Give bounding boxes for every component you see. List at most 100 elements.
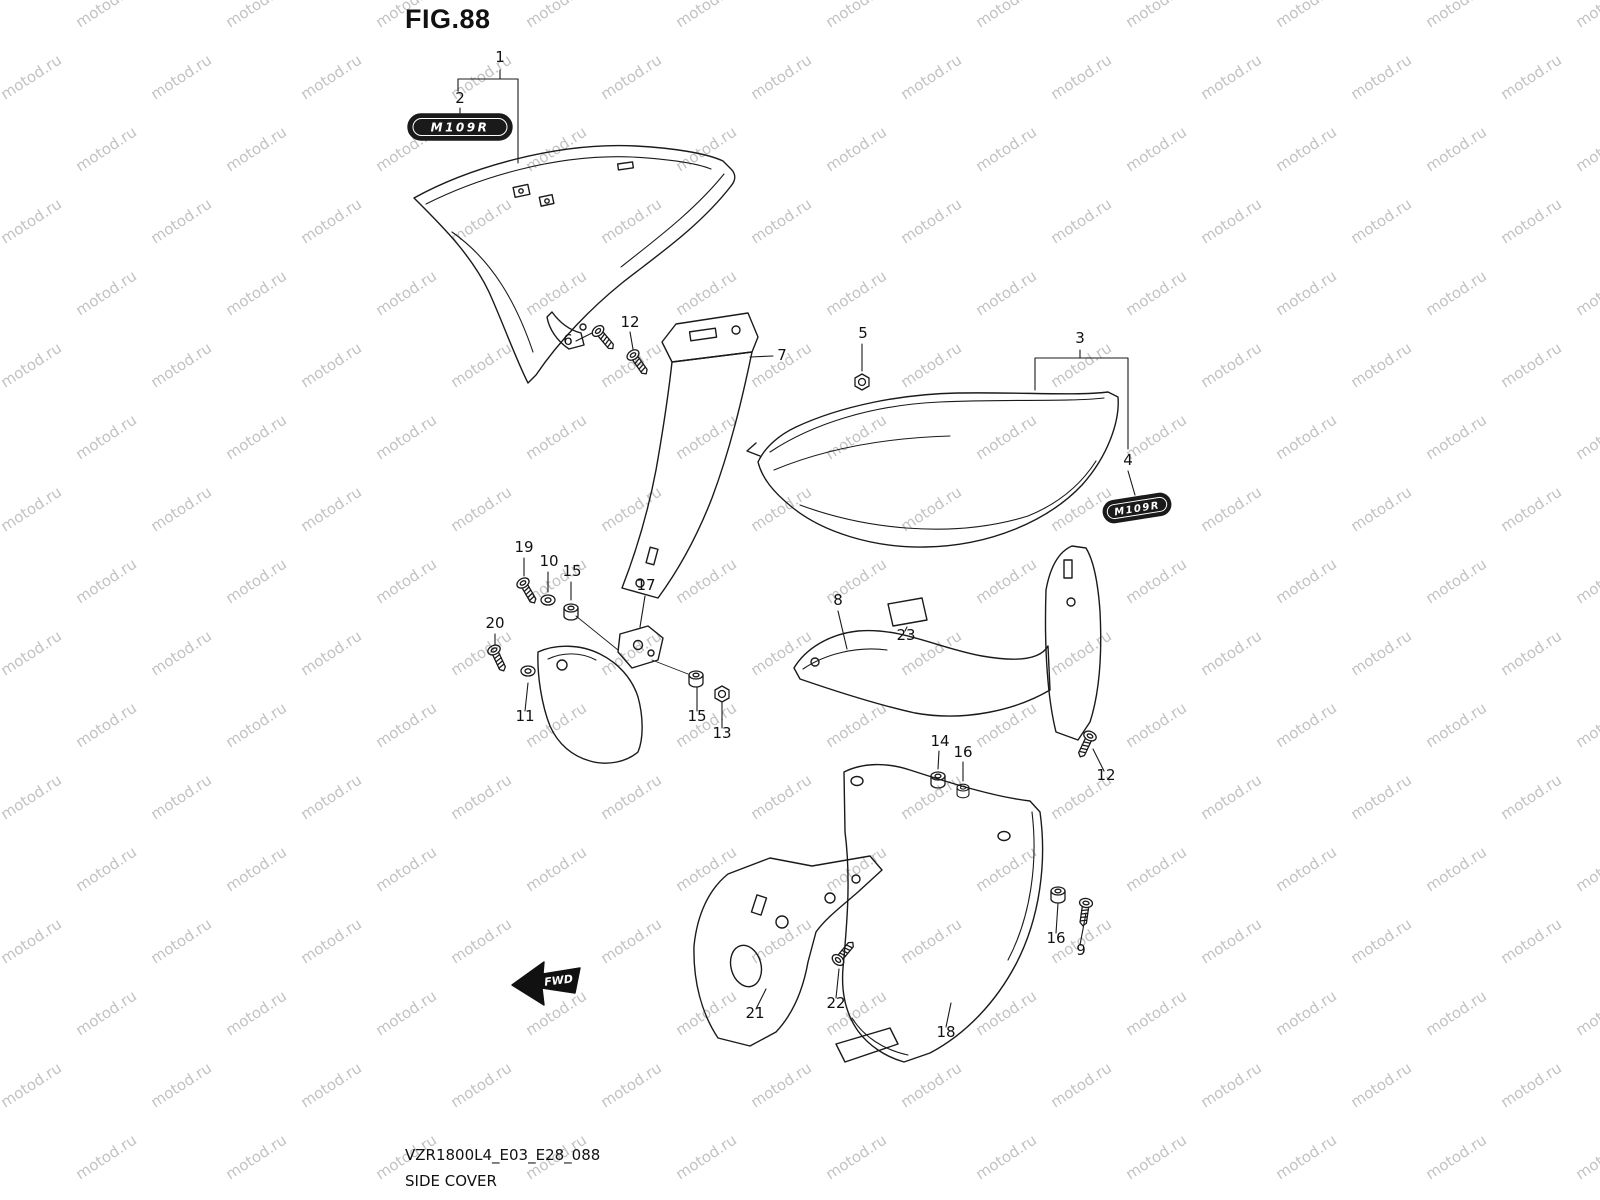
callout-part-13: 13 <box>712 724 731 742</box>
watermark-text: motod.ru <box>297 339 365 392</box>
watermark-text: motod.ru <box>447 915 515 968</box>
watermark-text: motod.ru <box>822 267 890 320</box>
frame-cover-18-inner2 <box>851 1017 909 1056</box>
callout-part-14: 14 <box>930 732 949 750</box>
watermark-text: motod.ru <box>1122 1131 1190 1184</box>
watermark-text: motod.ru <box>1347 627 1415 680</box>
watermark-text: motod.ru <box>0 51 65 104</box>
cushion-pad-23 <box>887 597 928 627</box>
watermark-text: motod.ru <box>1347 51 1415 104</box>
bracket-17-drawing <box>617 625 664 669</box>
watermark-text: motod.ru <box>1572 411 1600 464</box>
side-cover-left-inner-top <box>425 156 712 205</box>
cover-plate-11-inner <box>547 653 597 661</box>
watermark-text: motod.ru <box>1047 51 1115 104</box>
watermark-text: motod.ru <box>372 555 440 608</box>
bracket-21-hole <box>824 892 836 904</box>
callout-part-3: 3 <box>1075 329 1085 347</box>
watermark-text: motod.ru <box>1572 123 1600 176</box>
side-cover-left-inner-right <box>620 173 725 268</box>
bracket-7-slot <box>688 327 718 342</box>
watermark-text: motod.ru <box>1572 0 1600 31</box>
callout-labels: 1 2 6 12 7 5 3 4 19 10 15 17 8 23 20 11 … <box>455 48 1133 1041</box>
watermark-text: motod.ru <box>222 555 290 608</box>
fwd-arrow-label: FWD <box>543 972 573 988</box>
watermark-text: motod.ru <box>1122 267 1190 320</box>
watermark-text: motod.ru <box>1122 0 1190 31</box>
watermark-text: motod.ru <box>72 0 140 31</box>
watermark-text: motod.ru <box>672 843 740 896</box>
watermark-text: motod.ru <box>72 843 140 896</box>
callout-part-21: 21 <box>745 1004 764 1022</box>
watermark-text: motod.ru <box>297 483 365 536</box>
watermark-text: motod.ru <box>297 195 365 248</box>
watermark-text: motod.ru <box>1272 843 1340 896</box>
watermark-text: motod.ru <box>897 483 965 536</box>
watermark-text: motod.ru <box>597 1059 665 1112</box>
watermark-text: motod.ru <box>297 627 365 680</box>
lower-cover-8-drawing <box>793 545 1102 741</box>
grommet-15a <box>563 603 579 621</box>
callout-part-8: 8 <box>833 591 843 609</box>
fwd-arrow-shape <box>511 961 581 1006</box>
watermark-text: motod.ru <box>0 195 65 248</box>
bracket-21-drawing <box>693 855 883 1047</box>
callout-part-15-b: 15 <box>687 707 706 725</box>
callout-part-11: 11 <box>515 707 534 725</box>
watermark-text: motod.ru <box>72 1131 140 1184</box>
watermark-text: motod.ru <box>672 987 740 1040</box>
callout-part-16-a: 16 <box>953 743 972 761</box>
watermark-text: motod.ru <box>822 411 890 464</box>
watermark-text: motod.ru <box>1422 411 1490 464</box>
callout-part-12-top: 12 <box>620 313 639 331</box>
frame-cover-18-drawing <box>835 763 1044 1063</box>
frame-cover-18-inner1 <box>1007 811 1035 961</box>
watermark-text: motod.ru <box>447 771 515 824</box>
watermark-text: motod.ru <box>747 1059 815 1112</box>
watermark-text: motod.ru <box>72 555 140 608</box>
watermark-text: motod.ru <box>597 483 665 536</box>
callout-part-20: 20 <box>485 614 504 632</box>
cover-plate-11-hole <box>556 659 568 671</box>
watermark-text: motod.ru <box>147 1059 215 1112</box>
watermark-text: motod.ru <box>672 267 740 320</box>
lower-cover-8-slot <box>1063 559 1073 579</box>
callout-bracket-3 <box>1034 349 1129 450</box>
watermark-text: motod.ru <box>747 771 815 824</box>
watermark-text: motod.ru <box>72 987 140 1040</box>
watermark-text: motod.ru <box>1197 1059 1265 1112</box>
watermark-text: motod.ru <box>297 771 365 824</box>
watermark-text: motod.ru <box>1422 555 1490 608</box>
watermark-text: motod.ru <box>822 1131 890 1184</box>
watermark-text: motod.ru <box>372 411 440 464</box>
watermark-text: motod.ru <box>1497 627 1565 680</box>
watermark-text: motod.ru <box>147 339 215 392</box>
watermark-text: motod.ru <box>147 627 215 680</box>
grommet-16b <box>1050 886 1066 904</box>
watermark-text: motod.ru <box>372 699 440 752</box>
side-cover-right-inner1 <box>769 397 1105 453</box>
lower-cover-8-arm-inner <box>802 648 888 670</box>
bracket-7-plate <box>661 312 759 363</box>
watermark-text: motod.ru <box>1197 915 1265 968</box>
side-cover-right-inner2 <box>773 435 951 471</box>
watermark-text: motod.ru <box>522 267 590 320</box>
cover-tab <box>538 193 555 207</box>
watermark-text: motod.ru <box>1047 195 1115 248</box>
watermark-text: motod.ru <box>447 483 515 536</box>
watermark-text: motod.ru <box>1497 483 1565 536</box>
callout-part-17: 17 <box>636 576 655 594</box>
watermark-text: motod.ru <box>0 627 65 680</box>
watermark-text: motod.ru <box>897 339 965 392</box>
bracket-21-slot <box>750 894 768 916</box>
watermark-text: motod.ru <box>1572 843 1600 896</box>
watermark-text: motod.ru <box>72 699 140 752</box>
watermark-text: motod.ru <box>1122 699 1190 752</box>
watermark-text: motod.ru <box>1422 699 1490 752</box>
watermark-text: motod.ru <box>1272 987 1340 1040</box>
watermark-text: motod.ru <box>1497 339 1565 392</box>
footer-caption: SIDE COVER <box>405 1172 497 1190</box>
alignment-lines <box>575 615 689 675</box>
watermark-text: motod.ru <box>147 771 215 824</box>
frame-cover-18-outline <box>841 763 1044 1063</box>
